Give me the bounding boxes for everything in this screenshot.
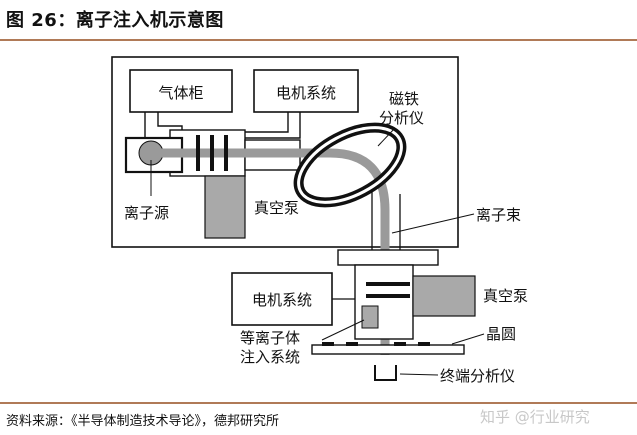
vacuum-pump-right-label: 真空泵 xyxy=(483,287,528,305)
motor-system-bottom-label: 电机系统 xyxy=(252,291,312,309)
chamber-plate-1 xyxy=(366,282,410,286)
end-analyzer-label: 终端分析仪 xyxy=(440,367,515,385)
ion-beam-path xyxy=(160,148,390,355)
magnet-pointer xyxy=(377,127,396,147)
wafer-label: 晶圆 xyxy=(486,325,516,343)
plasma-system-label-1: 等离子体 xyxy=(240,329,300,347)
wafer-pointer xyxy=(451,333,485,345)
motor-system-top-box xyxy=(253,69,359,113)
vacuum-pump-left-label: 真空泵 xyxy=(254,199,299,217)
magnet-analyzer-label-2: 分析仪 xyxy=(379,109,424,127)
vacuum-pump-right xyxy=(412,275,476,317)
ion-beam-pointer xyxy=(391,213,475,234)
plasma-pointer xyxy=(321,319,365,341)
vacuum-pump-left xyxy=(204,175,246,239)
figure-title: 图 26：离子注入机示意图 xyxy=(6,10,224,31)
ion-source-label: 离子源 xyxy=(124,204,169,222)
end-analyzer-cup xyxy=(374,365,397,381)
chamber-plate-2 xyxy=(366,294,410,298)
wafer-die-1 xyxy=(322,342,334,346)
watermark: 知乎 @行业研究 xyxy=(480,408,590,426)
chamber-top-flange xyxy=(337,249,439,266)
source-divider xyxy=(0,402,637,404)
wafer-die-2 xyxy=(346,342,358,346)
gas-cabinet-label: 气体柜 xyxy=(158,84,203,102)
electrode-2 xyxy=(210,135,214,171)
plasma-system-label-2: 注入系统 xyxy=(240,348,300,366)
figure-source: 资料来源：《半导体制造技术导论》，德邦研究所 xyxy=(6,414,280,429)
ion-beam-label: 离子束 xyxy=(476,206,521,224)
wafer-die-3 xyxy=(394,342,406,346)
title-divider xyxy=(0,39,637,41)
end-analyzer-pointer xyxy=(399,373,439,376)
magnet-ring-inner xyxy=(297,126,403,204)
plasma-source xyxy=(361,305,379,329)
magnet-analyzer-label-1: 磁铁 xyxy=(389,90,419,108)
electrode-3 xyxy=(224,135,228,171)
motor-system-bottom-box xyxy=(231,272,333,326)
motor-system-top-label: 电机系统 xyxy=(276,84,336,102)
electrode-1 xyxy=(196,135,200,171)
wafer-stage xyxy=(311,344,465,355)
wafer-die-4 xyxy=(418,342,430,346)
gas-cabinet-box xyxy=(129,69,233,113)
